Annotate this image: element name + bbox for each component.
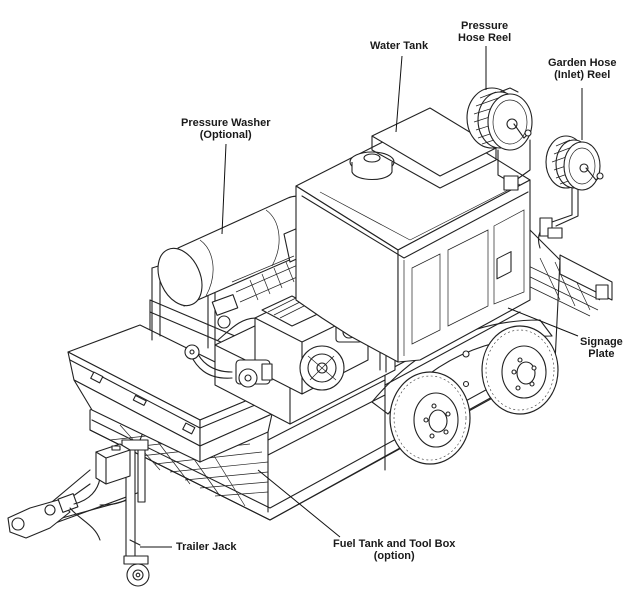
label-pressure-washer-line1: Pressure Washer — [181, 117, 271, 129]
label-trailer-jack: Trailer Jack — [176, 541, 237, 553]
label-fuel-tank-tool-box: Fuel Tank and Tool Box (option) — [333, 538, 455, 562]
label-water-tank: Water Tank — [370, 40, 429, 52]
leader-lines — [140, 46, 583, 548]
label-pressure-washer: Pressure Washer (Optional) — [181, 117, 270, 141]
label-pressure-hose-reel-line1: Pressure — [461, 20, 509, 32]
trailer-tongue — [7, 469, 141, 541]
label-signage-plate: Signage Plate — [580, 336, 623, 360]
label-pressure-washer-line2: (Optional) — [199, 129, 252, 141]
water-tank-shape — [295, 107, 531, 388]
label-garden-hose-reel-line2: (Inlet) Reel — [554, 69, 611, 81]
label-fuel-tank-tool-box-line1: Fuel Tank and Tool Box — [333, 538, 456, 550]
label-pressure-hose-reel-line2: Hose Reel — [458, 32, 512, 44]
battery-box — [95, 443, 131, 485]
tool-box — [67, 324, 273, 463]
label-fuel-tank-tool-box-line2: (option) — [373, 550, 415, 562]
label-pressure-hose-reel: Pressure Hose Reel — [458, 20, 511, 44]
trailer-jack — [121, 419, 150, 587]
trailer-wheels — [389, 325, 559, 465]
label-signage-plate-line2: Plate — [588, 348, 615, 360]
label-garden-hose-reel-line1: Garden Hose — [548, 57, 617, 69]
pressure-hose-reel — [466, 87, 533, 191]
label-garden-hose-reel: Garden Hose (Inlet) Reel — [548, 57, 616, 81]
garden-hose-reel — [537, 135, 604, 249]
label-signage-plate-line1: Signage — [580, 336, 623, 348]
